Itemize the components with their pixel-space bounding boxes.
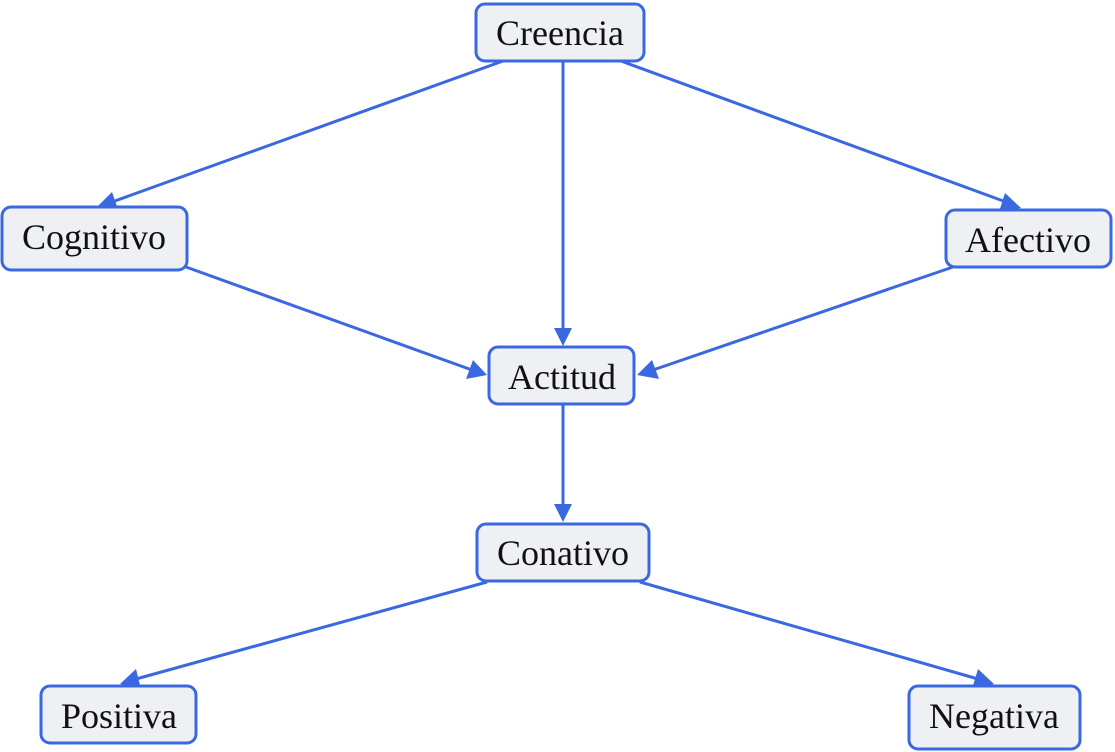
arrowhead-negativa — [972, 669, 994, 689]
node-negativa-label: Negativa — [929, 696, 1059, 736]
arrowhead-actitud-left — [466, 360, 487, 379]
node-actitud[interactable]: Actitud — [487, 345, 636, 406]
node-cognitivo-label: Cognitivo — [22, 217, 166, 257]
node-conativo-box — [475, 522, 651, 583]
node-negativa-box — [907, 684, 1082, 751]
arrowhead-positiva — [120, 669, 141, 689]
edge-afectivo-actitud — [652, 265, 954, 372]
node-creencia-box — [474, 2, 646, 63]
arrowhead-actitud-right — [637, 360, 659, 379]
node-conativo-label: Conativo — [497, 533, 629, 573]
node-actitud-label: Actitud — [508, 357, 616, 397]
edges — [96, 59, 1021, 689]
node-positiva-box — [39, 684, 198, 745]
node-afectivo[interactable]: Afectivo — [944, 208, 1113, 269]
node-positiva[interactable]: Positiva — [39, 684, 198, 745]
node-afectivo-label: Afectivo — [965, 220, 1091, 260]
edge-creencia-cognitivo — [111, 59, 504, 204]
node-cognitivo[interactable]: Cognitivo — [0, 205, 189, 272]
node-afectivo-box — [944, 208, 1113, 269]
node-actitud-box — [487, 345, 636, 406]
edge-conativo-positiva — [135, 580, 488, 681]
node-negativa[interactable]: Negativa — [907, 684, 1082, 751]
node-creencia-label: Creencia — [496, 13, 624, 53]
arrowhead-afectivo — [999, 193, 1021, 212]
arrowhead-conativo — [554, 504, 572, 522]
edge-conativo-negativa — [639, 580, 979, 681]
node-cognitivo-box — [0, 205, 189, 272]
node-conativo[interactable]: Conativo — [475, 522, 651, 583]
arrowhead-actitud-top — [554, 328, 572, 346]
edge-creencia-afectivo — [620, 59, 1007, 204]
node-creencia[interactable]: Creencia — [474, 2, 646, 63]
node-positiva-label: Positiva — [61, 696, 177, 736]
edge-cognitivo-actitud — [185, 265, 473, 372]
